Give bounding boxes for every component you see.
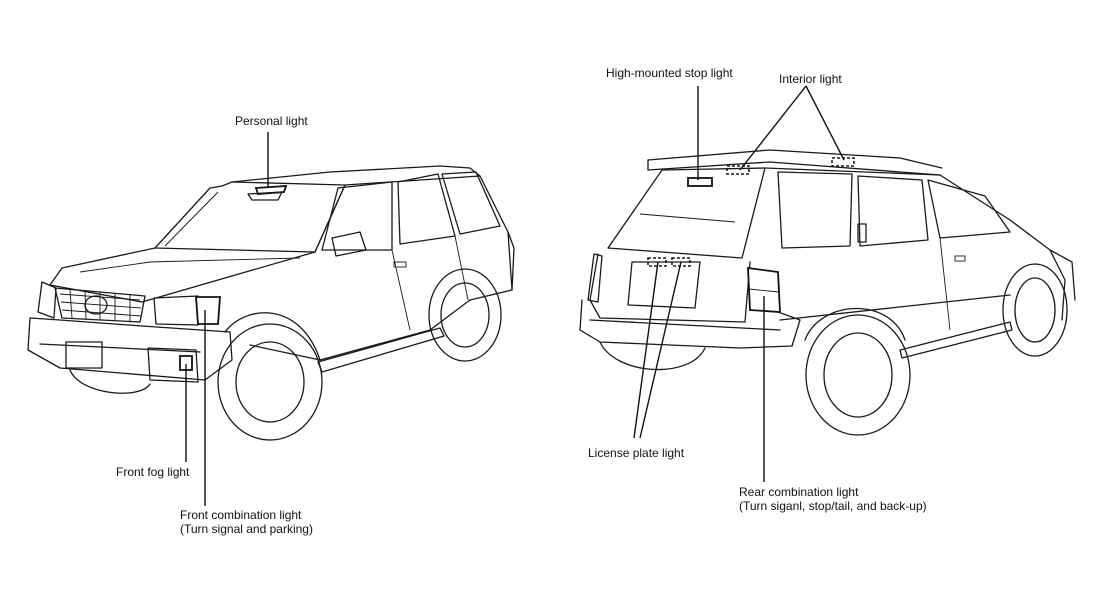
- high-mounted-stop-light-label: High-mounted stop light: [606, 66, 733, 80]
- rear-combination-light-sublabel: (Turn siganl, stop/tail, and back-up): [739, 499, 927, 513]
- rear-view-vehicle: [579, 149, 1076, 436]
- rear-combination-light-label: Rear combination light: [739, 485, 859, 499]
- leader-lines: [185, 85, 845, 506]
- front-combination-light-label: Front combination light: [180, 508, 302, 522]
- leader-interior-light-left: [739, 85, 807, 171]
- leader-license-plate-light-right: [639, 261, 682, 439]
- license-plate-light-label: License plate light: [588, 446, 685, 460]
- leader-license-plate-light-left: [633, 261, 659, 439]
- front-view-vehicle: [27, 165, 515, 441]
- front-fog-light-label: Front fog light: [116, 465, 190, 479]
- front-combination-light-sublabel: (Turn signal and parking): [180, 522, 313, 536]
- interior-light-label: Interior light: [779, 72, 842, 86]
- personal-light-label: Personal light: [235, 114, 308, 128]
- leader-interior-light-right: [805, 85, 845, 161]
